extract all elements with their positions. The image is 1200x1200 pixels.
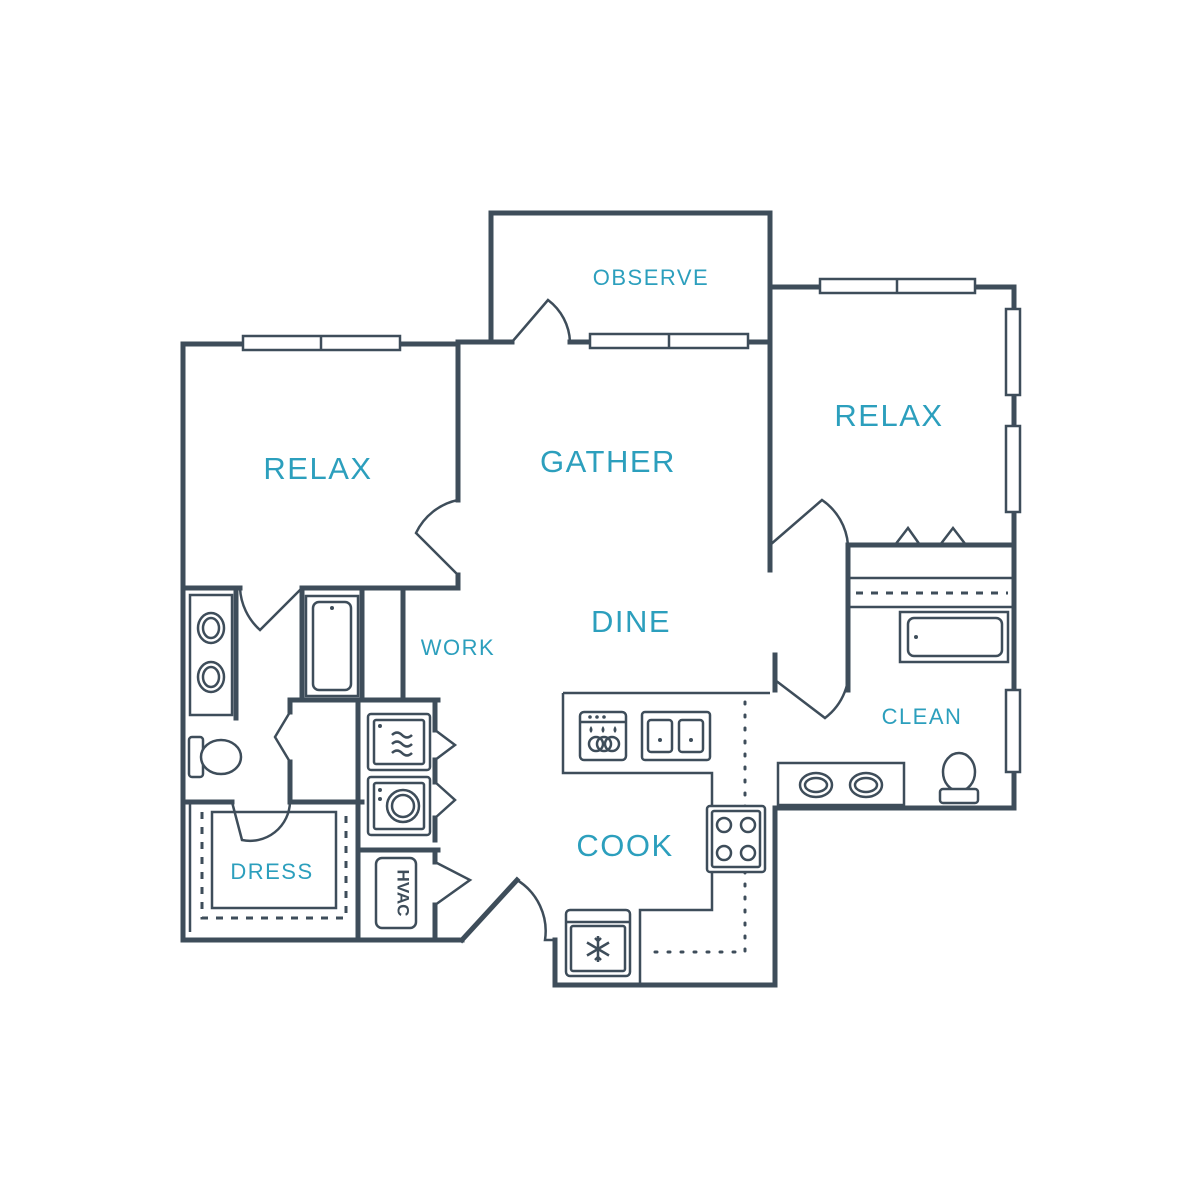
washer-icon (366, 775, 432, 837)
door-swing-icon (516, 878, 555, 942)
hvac-unit: HVAC (374, 856, 418, 930)
dryer-icon (366, 712, 432, 772)
bathtub-icon (898, 610, 1010, 664)
room-label-relax-left: RELAX (263, 451, 372, 486)
toilet-icon (938, 751, 980, 805)
refrigerator-icon (564, 908, 632, 978)
door-swing-icon (939, 525, 967, 546)
double-sink-icon (188, 593, 234, 717)
dishwasher-icon (578, 710, 628, 762)
cooktop-icon (705, 804, 767, 874)
door-swing-icon (434, 781, 457, 819)
window-icon (588, 332, 750, 350)
bathtub-icon (304, 594, 360, 698)
door-swing-icon (434, 860, 473, 907)
room-label-clean: CLEAN (882, 704, 963, 729)
toilet-icon (187, 735, 243, 779)
door-swing-icon (894, 525, 922, 546)
room-label-cook: COOK (576, 828, 673, 863)
room-label-relax-right: RELAX (834, 398, 943, 433)
room-label-gather: GATHER (540, 444, 676, 479)
double-sink-icon (776, 761, 906, 807)
hvac-label: HVAC (394, 870, 413, 917)
window-icon (818, 277, 977, 295)
room-label-dine: DINE (591, 604, 671, 639)
door-swing-icon (414, 498, 459, 576)
door-swing-icon (434, 729, 458, 761)
window-icon (241, 334, 402, 352)
door-swing-icon (273, 711, 292, 763)
windows (241, 277, 1022, 774)
window-icon (1004, 688, 1022, 774)
door-swing-icon (774, 659, 851, 720)
room-label-dress: DRESS (230, 859, 313, 884)
kitchen-sink-icon (640, 710, 712, 762)
dress-closet (188, 802, 348, 932)
door-swing-icon (511, 298, 572, 343)
door-swing-icon (769, 498, 850, 546)
door-swing-icon (230, 801, 292, 843)
door-swing-icon (238, 587, 303, 632)
doors (230, 298, 967, 942)
room-labels: OBSERVE GATHER RELAX RELAX WORK DINE COO… (230, 265, 963, 884)
room-label-observe: OBSERVE (593, 265, 709, 290)
window-icon (1004, 424, 1022, 514)
room-label-work: WORK (421, 635, 495, 660)
exterior-walls (180, 210, 1017, 988)
window-icon (1004, 307, 1022, 397)
